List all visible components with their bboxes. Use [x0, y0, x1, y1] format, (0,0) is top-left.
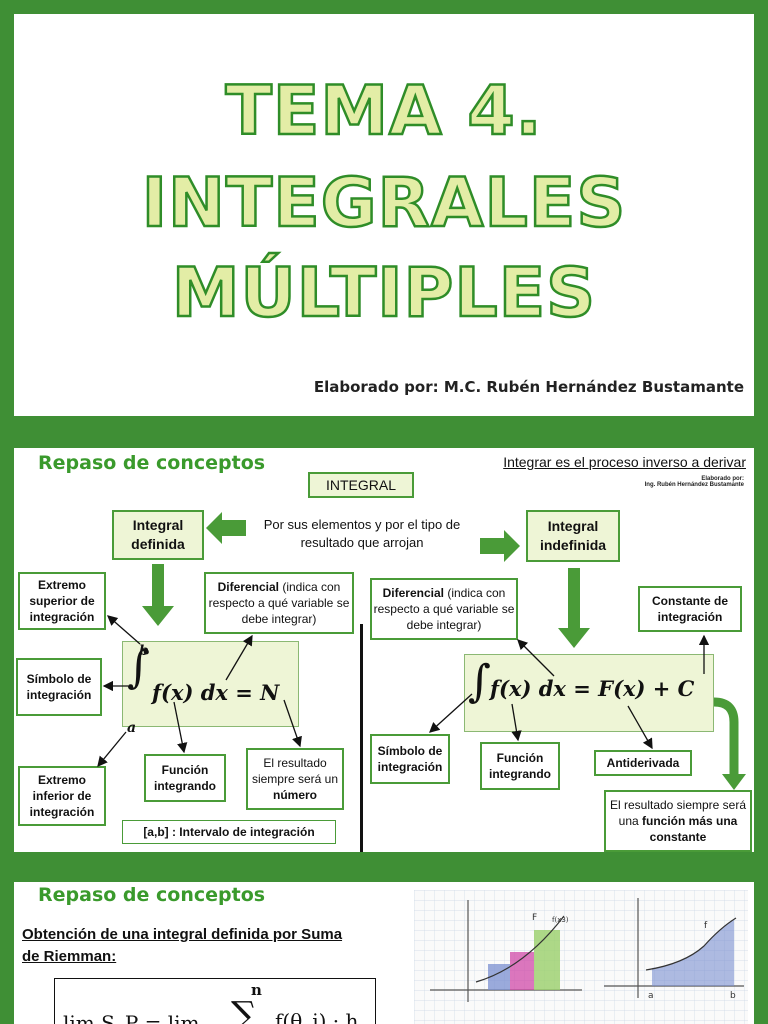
- funcion-right-box: Función integrando: [480, 742, 560, 790]
- slide2-arrows: [97, 512, 746, 790]
- diferencial-right-box: Diferencial (indica con respecto a qué v…: [370, 578, 518, 640]
- sketch-label-f: f: [704, 921, 708, 931]
- green-arrow-to-resultado: [713, 697, 739, 780]
- diferencial-left-label: Diferencial: [217, 579, 279, 594]
- resultado-right-bold: función más una constante: [642, 813, 738, 845]
- arrow-b-to-extremo-superior: [107, 615, 141, 645]
- title-line-3: MÚLTIPLES: [171, 253, 597, 335]
- upper-limit-b: b: [139, 643, 149, 659]
- diferencial-right-desc: (indica con respecto a qué variable se d…: [373, 585, 515, 633]
- title-line-1: TEMA 4.: [224, 71, 543, 153]
- riemann-slide: Repaso de conceptos Obtención de una int…: [14, 882, 754, 1024]
- extremo-inferior-box: Extremo inferior de integración: [18, 766, 106, 826]
- integral-sign-right: ∫: [468, 656, 491, 707]
- riemann-bar-2: [510, 952, 534, 990]
- resultado-right-text: El resultado siempre será una: [609, 797, 747, 828]
- riemann-bar-3: [534, 930, 560, 990]
- title-line-2: INTEGRALES: [140, 163, 627, 245]
- integral-box: INTEGRAL: [308, 472, 414, 498]
- slide2-heading: Repaso de conceptos: [38, 452, 266, 474]
- arrow-dx-to-diferencial: [225, 634, 253, 681]
- intervalo-box: [a,b] : Intervalo de integración: [122, 820, 336, 844]
- definite-formula-box: [122, 641, 299, 727]
- integral-sign-left: ∫: [127, 642, 150, 693]
- arrow-a-to-extremo-inferior: [97, 731, 127, 768]
- column-divider: [360, 624, 363, 852]
- slide2-subheading: Integrar es el proceso inverso a derivar: [503, 454, 746, 470]
- title-slide: TEMA 4. INTEGRALES MÚLTIPLES Elaborado p…: [14, 14, 754, 416]
- arrow-fx-to-funcion: [173, 701, 188, 754]
- riemann-formula-box: lim S_P = lim n ∑ f(θ_i) · h: [54, 978, 376, 1024]
- integral-definida-box: Integral definida: [112, 510, 204, 560]
- sum-top: n: [251, 981, 262, 999]
- green-arrow-indefinida-down: [558, 568, 590, 648]
- arrow-fx-to-antiderivada: [627, 705, 653, 750]
- simbolo-right-box: Símbolo de integración: [370, 734, 450, 784]
- lower-limit-a: a: [127, 720, 137, 736]
- integral-indefinida-box: Integral indefinida: [526, 510, 620, 562]
- arrow-fx-to-funcion-right: [511, 703, 522, 742]
- funcion-left-box: Función integrando: [144, 754, 226, 802]
- arrow-int-to-simbolo-right: [429, 693, 473, 733]
- credit-line-1: Elaborado por:: [701, 476, 744, 482]
- constante-box: Constante de integración: [638, 586, 742, 632]
- diferencial-right-label: Diferencial: [382, 585, 444, 600]
- riemann-formula-right: f(θ_i) · h: [275, 1009, 359, 1024]
- sketch-label-fx3: f(x3): [552, 916, 569, 924]
- arrow-dx-to-diferencial-right: [517, 639, 555, 677]
- credit: Elaborado por: Ing. Rubén Hernández Bust…: [645, 476, 744, 488]
- author-credit: Elaborado por: M.C. Rubén Hernández Bust…: [313, 378, 744, 396]
- center-text: Por sus elementos y por el tipo de resul…: [263, 517, 461, 551]
- indefinite-formula-box: [464, 654, 714, 732]
- simbolo-left-box: Símbolo de integración: [16, 658, 102, 716]
- arrow-n-to-resultado: [283, 699, 302, 748]
- sketch-label-a: a: [648, 991, 654, 1001]
- green-arrow-to-indefinida: [480, 530, 520, 562]
- riemann-text: Obtención de una integral definida por S…: [22, 926, 343, 965]
- diferencial-left-box: Diferencial (indica con respecto a qué v…: [204, 572, 354, 634]
- slide3-heading: Repaso de conceptos: [38, 884, 266, 906]
- resultado-left-box: El resultado siempre será un número: [246, 748, 344, 810]
- curve-left: [475, 915, 565, 983]
- green-arrow-definida-down: [142, 564, 174, 626]
- sketch-label-F: F: [532, 913, 537, 923]
- sum-symbol: ∑: [231, 995, 257, 1024]
- green-arrow-to-definida: [206, 512, 246, 544]
- credit-line-2: Ing. Rubén Hernández Bustamante: [644, 482, 744, 488]
- diferencial-left-desc: (indica con respecto a qué variable se d…: [208, 579, 350, 627]
- indefinite-formula: f(x) dx = F(x) + C: [490, 676, 695, 701]
- antiderivada-box: Antiderivada: [594, 750, 692, 776]
- riemann-sketch: f(x3) F a b f: [414, 890, 748, 1024]
- concepts-slide: Repaso de conceptos Integrar es el proce…: [14, 448, 754, 852]
- extremo-superior-box: Extremo superior de integración: [18, 572, 106, 630]
- riemann-formula-left: lim S_P = lim: [63, 1011, 200, 1024]
- sketch-label-b: b: [730, 991, 736, 1001]
- resultado-left-text: El resultado siempre será un: [251, 755, 339, 786]
- sketch-graphs: f(x3) F a b f: [414, 890, 748, 1024]
- resultado-left-bold: número: [272, 788, 317, 803]
- resultado-right-box: El resultado siempre será una función má…: [604, 790, 752, 852]
- definite-formula: f(x) dx = N: [152, 680, 280, 705]
- curve-right: [645, 917, 737, 971]
